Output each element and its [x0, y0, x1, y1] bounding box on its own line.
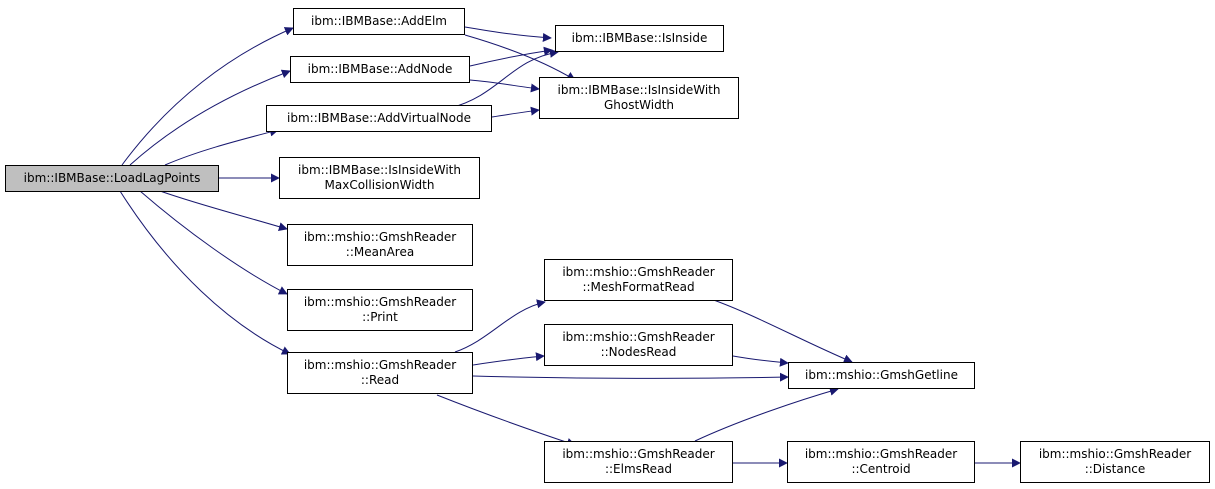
node-label: ibm::IBMBase::AddNode — [307, 62, 453, 76]
edge-nodesread-gmshgetline — [732, 355, 789, 367]
node-label-line1: ibm::mshio::GmshReader — [562, 330, 715, 344]
node-label-line2: ::MeshFormatRead — [582, 280, 695, 294]
node-label-line1: ibm::mshio::GmshReader — [1038, 447, 1192, 461]
node-is-inside[interactable]: ibm::IBMBase::IsInside — [555, 25, 724, 52]
node-centroid[interactable]: ibm::mshio::GmshReader ::Centroid — [787, 441, 975, 483]
node-mean-area[interactable]: ibm::mshio::GmshReader ::MeanArea — [287, 224, 473, 266]
edge-addvirtualnode-isinside — [449, 48, 559, 109]
node-label-line2: ::Centroid — [851, 462, 911, 476]
node-label-line2: ::Read — [360, 373, 400, 387]
edge-read-elmsread — [436, 394, 576, 447]
edge-addvirtualnode-isinsidewithghostwidth — [491, 106, 540, 118]
node-label: ibm::IBMBase::AddElm — [311, 14, 447, 28]
node-add-node[interactable]: ibm::IBMBase::AddNode — [290, 56, 470, 83]
node-is-inside-with-max-collision-width[interactable]: ibm::IBMBase::IsInsideWith MaxCollisionW… — [279, 157, 480, 199]
node-label-line1: ibm::IBMBase::IsInsideWith — [298, 163, 461, 177]
node-load-lag-points: ibm::IBMBase::LoadLagPoints — [5, 165, 219, 192]
node-label-line1: ibm::mshio::GmshReader — [303, 295, 457, 309]
node-label-line2: ::NodesRead — [600, 345, 677, 359]
node-label-line2: ::MeanArea — [345, 245, 415, 259]
node-is-inside-with-ghost-width[interactable]: ibm::IBMBase::IsInsideWith GhostWidth — [539, 77, 739, 119]
edge-addnode-isinsidewithghostwidth — [469, 79, 540, 93]
node-label: ibm::IBMBase::IsInside — [571, 31, 708, 45]
node-print[interactable]: ibm::mshio::GmshReader ::Print — [287, 289, 473, 331]
node-add-elm[interactable]: ibm::IBMBase::AddElm — [293, 8, 465, 35]
node-label: ibm::IBMBase::LoadLagPoints — [23, 171, 201, 185]
node-label-line1: ibm::mshio::GmshReader — [303, 358, 457, 372]
node-label: ibm::IBMBase::AddVirtualNode — [287, 111, 471, 125]
node-label-line2: GhostWidth — [603, 98, 675, 112]
edge-read-gmshgetline — [472, 372, 789, 382]
node-label-line1: ibm::mshio::GmshReader — [562, 447, 715, 461]
node-label-line1: ibm::IBMBase::IsInsideWith — [557, 83, 721, 97]
node-label-line2: ::Print — [362, 310, 398, 324]
edge-elmsread-gmshgetline — [694, 386, 839, 442]
node-label-line2: ::Distance — [1084, 462, 1146, 476]
edge-read-nodesread — [472, 352, 545, 366]
edge-loadlagpoints-meanarea — [159, 190, 288, 232]
node-label-line2: MaxCollisionWidth — [324, 178, 435, 192]
edge-loadlagpoints-addvirtualnode — [164, 127, 279, 166]
node-elms-read[interactable]: ibm::mshio::GmshReader ::ElmsRead — [544, 441, 733, 483]
edge-addelm-isinsidewithghostwidth — [464, 34, 576, 81]
node-distance[interactable]: ibm::mshio::GmshReader ::Distance — [1020, 441, 1210, 483]
node-add-virtual-node[interactable]: ibm::IBMBase::AddVirtualNode — [266, 105, 492, 132]
node-label: ibm::mshio::GmshGetline — [805, 368, 958, 382]
node-label-line2: ::ElmsRead — [604, 462, 673, 476]
edge-loadlagpoints-addnode — [129, 69, 291, 166]
edge-loadlagpoints-read — [119, 190, 291, 355]
edge-meshformatread-gmshgetline — [704, 296, 853, 363]
node-gmsh-getline[interactable]: ibm::mshio::GmshGetline — [788, 362, 975, 389]
node-label-line1: ibm::mshio::GmshReader — [562, 265, 715, 279]
node-nodes-read[interactable]: ibm::mshio::GmshReader ::NodesRead — [544, 324, 733, 366]
edge-loadlagpoints-addelm — [121, 27, 294, 166]
edge-addelm-isinside — [464, 26, 552, 42]
edge-read-meshformatread — [454, 299, 546, 353]
node-mesh-format-read[interactable]: ibm::mshio::GmshReader ::MeshFormatRead — [544, 259, 733, 301]
edge-loadlagpoints-print — [139, 190, 288, 295]
node-read[interactable]: ibm::mshio::GmshReader ::Read — [287, 352, 473, 394]
node-label-line1: ibm::mshio::GmshReader — [804, 447, 958, 461]
node-label-line1: ibm::mshio::GmshReader — [303, 230, 457, 244]
edge-addnode-isinside — [469, 46, 553, 67]
